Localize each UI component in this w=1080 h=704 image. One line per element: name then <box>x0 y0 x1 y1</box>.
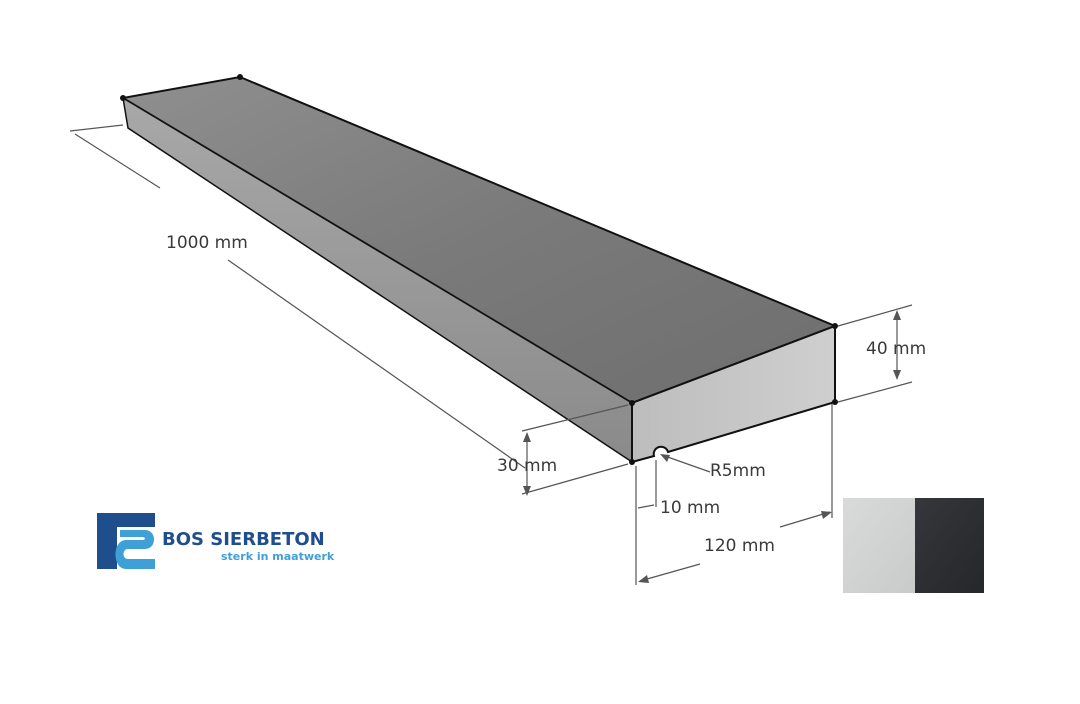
swatch-light-grey <box>843 498 915 593</box>
logo-mark-bar <box>97 513 155 527</box>
brand-logo: BOS SIERBETON sterk in maatwerk <box>97 513 335 569</box>
dimension-length <box>69 124 526 469</box>
brand-name: BOS SIERBETON <box>162 529 325 550</box>
dimension-groove-radius-label: R5mm <box>710 461 766 481</box>
dimension-front-height <box>521 404 629 495</box>
dimension-width <box>639 404 833 582</box>
dimension-width-label: 120 mm <box>704 536 775 556</box>
dimension-side-height-label: 40 mm <box>866 339 926 359</box>
dimension-length-label: 1000 mm <box>166 233 248 253</box>
concrete-slab <box>120 74 838 465</box>
swatch-anthracite <box>915 498 984 593</box>
slab-end-face <box>631 324 836 464</box>
dimension-groove-radius <box>661 454 711 473</box>
logo-mark-s <box>115 530 155 569</box>
dimension-groove-offset-label: 10 mm <box>660 498 720 518</box>
dimension-front-height-label: 30 mm <box>497 456 557 476</box>
color-swatches <box>843 498 984 593</box>
brand-tagline: sterk in maatwerk <box>221 550 335 563</box>
dimension-side-height <box>837 304 913 403</box>
dimension-groove-offset <box>635 460 657 585</box>
